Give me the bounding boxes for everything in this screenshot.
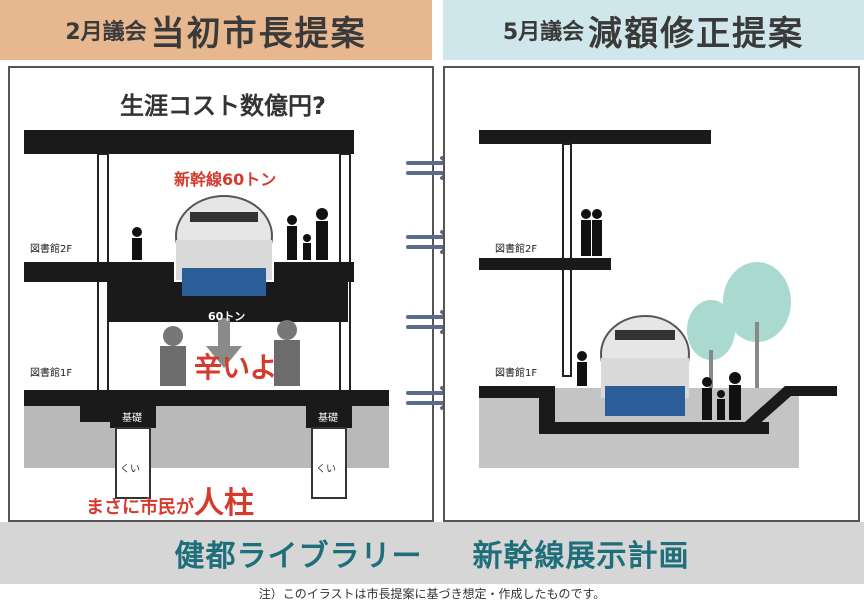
- foundation-label-right: 基礎: [318, 413, 338, 424]
- pile-label-left: くい: [120, 464, 140, 475]
- left-panel: 生涯コスト数億円? 新幹線60トン 60トン 図書館2F 図書館1F 辛いよ 基…: [8, 66, 434, 522]
- header-right-title: 減額修正提案: [588, 13, 805, 54]
- header-left: 2月議会 当初市長提案: [0, 0, 432, 60]
- cost-question: 生涯コスト数億円?: [120, 92, 326, 120]
- struggle-text: 辛いよ: [194, 351, 278, 384]
- header-right: 5月議会 減額修正提案: [443, 0, 864, 60]
- footer-banner: 健都ライブラリー 新幹線展示計画: [0, 522, 864, 584]
- footer-title-part2: 新幹線展示計画: [472, 539, 690, 574]
- pile-label-right: くい: [316, 464, 336, 475]
- floor-1f-label: 図書館1F: [30, 368, 73, 379]
- right-floor-2f-label: 図書館2F: [495, 244, 538, 255]
- sacrifice-text-emph: 人柱: [194, 486, 254, 521]
- foundation-label-left: 基礎: [122, 413, 142, 424]
- sacrifice-text: まさに市民が人柱: [86, 478, 254, 522]
- floor-2f-label: 図書館2F: [30, 244, 73, 255]
- footnote: 注）このイラストは市長提案に基づき想定・作成したものです。: [258, 587, 606, 601]
- header-right-meeting: 5月議会: [502, 20, 585, 45]
- right-building-diagram: [479, 130, 837, 468]
- footer-title-part1: 健都ライブラリー: [174, 539, 423, 574]
- right-floor-1f-label: 図書館1F: [495, 368, 538, 379]
- right-panel: 図書館2F 図書館1F: [443, 66, 860, 522]
- header-left-meeting: 2月議会: [65, 20, 147, 45]
- header-left-title: 当初市長提案: [150, 13, 367, 54]
- sacrifice-text-prefix: まさに市民が: [86, 497, 194, 518]
- weight-label: 60トン: [208, 310, 246, 323]
- left-building-diagram: [24, 130, 389, 499]
- train-label: 新幹線60トン: [174, 170, 277, 189]
